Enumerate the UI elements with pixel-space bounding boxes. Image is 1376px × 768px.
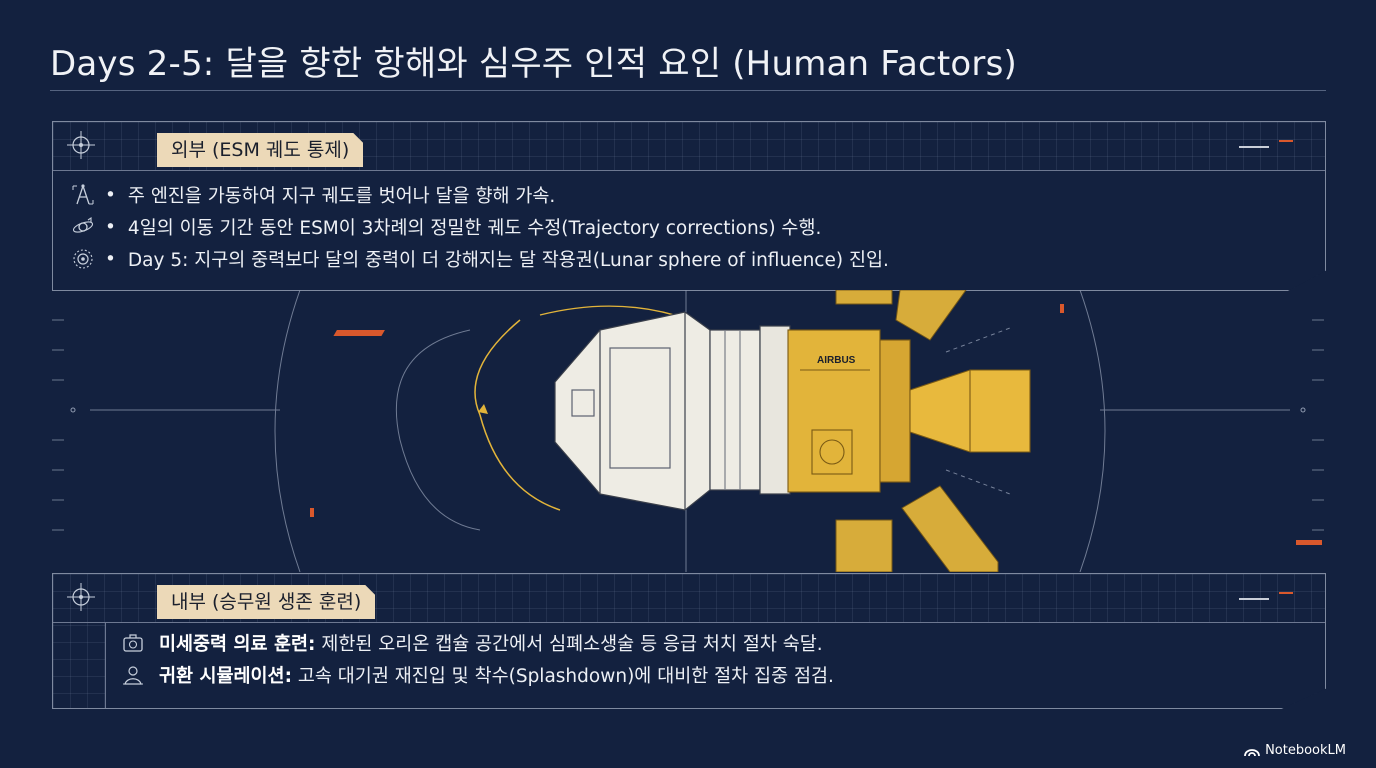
bullet: • [105, 216, 116, 238]
panel-body [53, 171, 1325, 290]
list-item: 귀환 시뮬레이션: 고속 대기권 재진입 및 착수(Splashdown)에 대… [121, 659, 1305, 691]
bullet: • [105, 248, 116, 270]
status-marker-icon [1239, 592, 1293, 600]
orbit-icon [72, 216, 94, 233]
crosshair-icon [67, 131, 95, 159]
list-item: • Day 5: 지구의 중력보다 달의 중력이 더 강해지는 달 작용권(Lu… [71, 243, 1305, 275]
medical-kit-icon [123, 634, 143, 652]
module-label: AIRBUS [817, 355, 856, 366]
internal-list: 미세중력 의료 훈련: 제한된 오리온 캡슐 공간에서 심폐소생술 등 응급 처… [121, 627, 1305, 691]
list-item: 미세중력 의료 훈련: 제한된 오리온 캡슐 공간에서 심폐소생술 등 응급 처… [121, 627, 1305, 659]
list-item-title: 미세중력 의료 훈련: [159, 634, 316, 655]
list-item-title: 귀환 시뮬레이션: [159, 666, 292, 687]
gravity-icon [73, 249, 93, 269]
external-list: • 주 엔진을 가동하여 지구 궤도를 벗어나 달을 향해 가속. • 4일의 … [71, 179, 1305, 275]
internal-panel: 내부 (승무원 생존 훈련) 미세중력 의료 훈련: 제한된 오리온 캡슐 공간… [52, 573, 1326, 709]
list-item-text: 귀환 시뮬레이션: 고속 대기권 재진입 및 착수(Splashdown)에 대… [159, 662, 834, 688]
page-title: Days 2-5: 달을 향한 항해와 심우주 인적 요인 (Human Fac… [50, 44, 1017, 84]
title-divider [50, 90, 1326, 91]
crosshair-icon [67, 583, 95, 611]
list-item-text: 주 엔진을 가동하여 지구 궤도를 벗어나 달을 향해 가속. [127, 186, 556, 207]
list-item: • 4일의 이동 기간 동안 ESM이 3차례의 정밀한 궤도 수정(Traje… [71, 211, 1305, 243]
list-item-text: Day 5: 지구의 중력보다 달의 중력이 더 강해지는 달 작용권(Luna… [127, 250, 889, 271]
simulation-icon [123, 666, 143, 685]
external-tab-label: 외부 (ESM 궤도 통제) [157, 133, 363, 167]
list-item-desc: 고속 대기권 재진입 및 착수(Splashdown)에 대비한 절차 집중 점… [291, 666, 834, 687]
panel-header-strip: 외부 (ESM 궤도 통제) [53, 122, 1325, 171]
list-item-text: 미세중력 의료 훈련: 제한된 오리온 캡슐 공간에서 심폐소생술 등 응급 처… [159, 630, 823, 656]
internal-tab-label: 내부 (승무원 생존 훈련) [157, 585, 375, 619]
panel-header-strip: 내부 (승무원 생존 훈련) [53, 574, 1325, 623]
bullet: • [105, 184, 116, 206]
notebooklm-brand: NotebookLM [1244, 743, 1346, 758]
external-panel: 외부 (ESM 궤도 통제) • 주 엔진을 가동하여 지구 궤도를 벗어나 달… [52, 121, 1326, 291]
compass-icon [72, 184, 94, 205]
list-item: • 주 엔진을 가동하여 지구 궤도를 벗어나 달을 향해 가속. [71, 179, 1305, 211]
brand-label: NotebookLM [1265, 743, 1346, 758]
notebooklm-logo-icon [1244, 748, 1260, 756]
list-item-desc: 제한된 오리온 캡슐 공간에서 심폐소생술 등 응급 처치 절차 숙달. [315, 634, 823, 655]
spacecraft-diagram: AIRBUS [52, 290, 1324, 572]
status-marker-icon [1239, 140, 1293, 148]
list-item-text: 4일의 이동 기간 동안 ESM이 3차례의 정밀한 궤도 수정(Traject… [127, 218, 822, 239]
panel-body [105, 623, 1325, 708]
